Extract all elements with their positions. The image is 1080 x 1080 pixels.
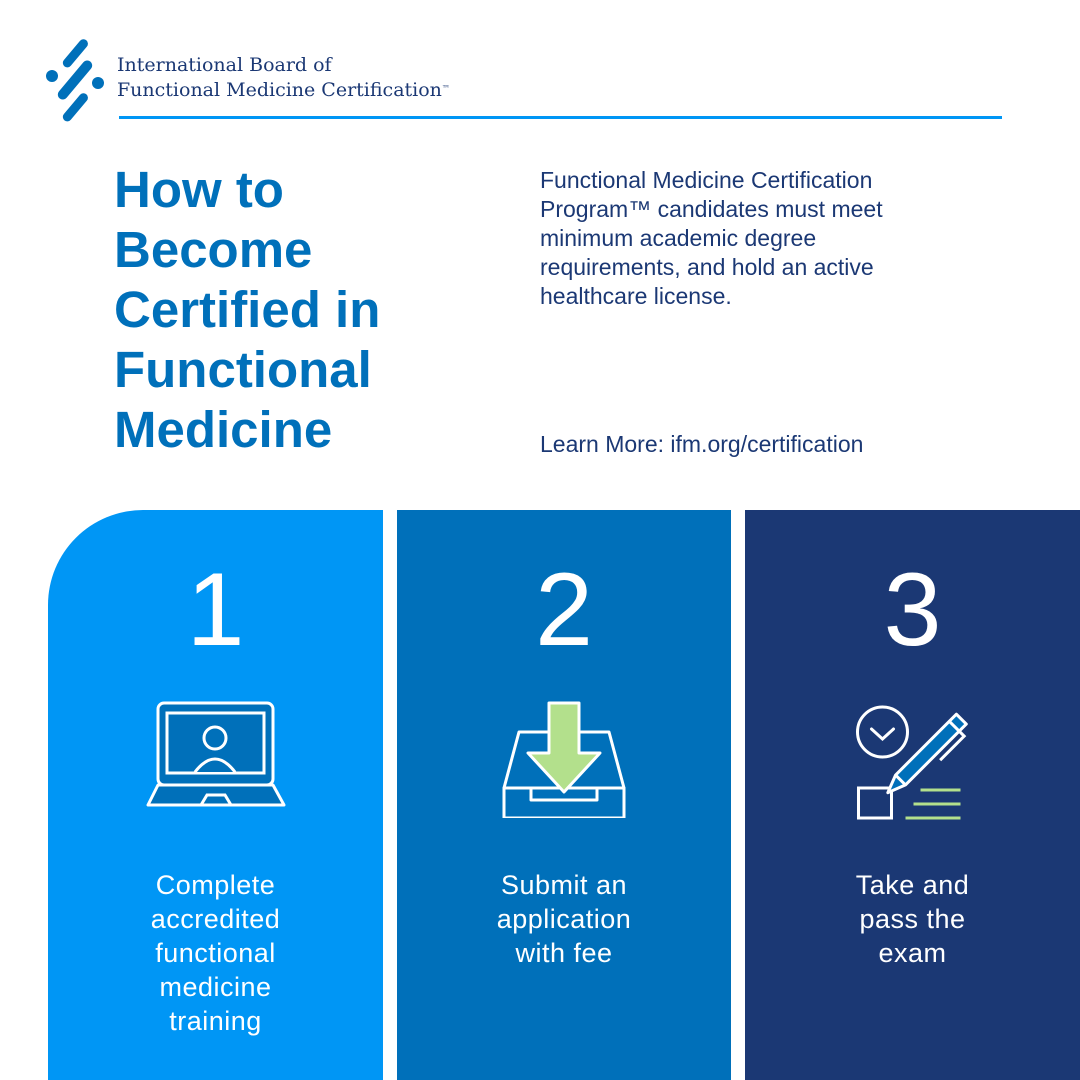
step-number: 3 [883, 552, 942, 668]
trademark: ™ [441, 84, 450, 93]
header-rule [119, 116, 1002, 119]
exam-pen-clock-icon [855, 705, 970, 825]
laptop-video-user-icon [145, 700, 287, 817]
step-number: 1 [186, 552, 245, 668]
org-name-line2: Functional Medicine Certification [117, 79, 442, 101]
step-number: 2 [535, 552, 593, 668]
org-name-line1: International Board of [117, 54, 332, 76]
inbox-download-icon [499, 700, 629, 823]
learn-more-link[interactable]: Learn More: ifm.org/certification [540, 431, 864, 457]
logo [44, 38, 106, 122]
org-name: International Board of Functional Medici… [117, 53, 450, 103]
intro-description: Functional Medicine Certification Progra… [540, 167, 883, 309]
ibfmc-logo-icon [46, 39, 104, 122]
